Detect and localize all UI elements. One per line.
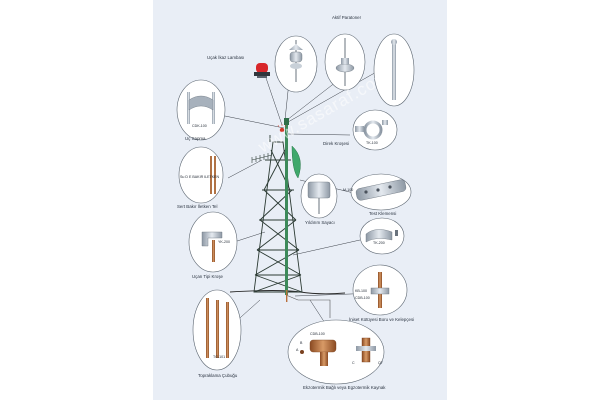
grounding-conductor: [285, 294, 331, 318]
code-cdb2: CDB-100: [310, 332, 325, 336]
code-tk200: TK-200: [373, 241, 385, 245]
pole-clamp-oval: [352, 109, 398, 151]
antenna-rack: [251, 153, 273, 163]
label-aktif-paratoner: Aktif Paratoner: [332, 15, 362, 20]
aviation-warning-lamp-icon: [254, 63, 270, 78]
code-tk100: TK-100: [366, 141, 378, 145]
dish-antenna-icon: [291, 145, 301, 179]
code-a: A: [296, 348, 299, 352]
label-sert-bakir: Sert Bakır İletken Tel: [177, 204, 218, 209]
code-c: C: [352, 361, 355, 365]
label-ucak-ikaz: Uçak İkaz Lambası: [207, 55, 245, 60]
warning-light-icon: [277, 124, 287, 133]
code-tg101: TG-101: [213, 355, 226, 359]
active-terminal-oval-3: [373, 33, 415, 107]
label-direk-krosesi: Direk Kroşesi: [323, 141, 350, 146]
lightning-counter-oval: [300, 173, 338, 219]
label-test-klemensi: Test Klemensi: [369, 211, 397, 216]
code-kb100: KB-100: [355, 289, 367, 293]
down-mast: [285, 120, 288, 295]
label-ekzotermik: Ekzotermik Bağlı veya Egzotermik Kaynak: [303, 385, 386, 390]
code-sert: Su D E BAKIR ILETKEN: [180, 175, 220, 179]
label-topraklama: Topraklama Çubuğu: [198, 373, 238, 378]
conductor-base: [286, 290, 288, 302]
code-cdb: CDB-100: [355, 296, 370, 300]
test-clamp-oval: [350, 173, 412, 211]
label-iniset: İniset Kütüyesi Boru ve Kelepçesi: [349, 317, 415, 322]
code-m100: M-100: [343, 188, 354, 192]
code-q7: Q7: [378, 361, 383, 365]
flying-clamp-oval: [188, 211, 238, 273]
lattice-tower: [253, 135, 303, 293]
code-b: B: [300, 341, 303, 345]
ground-rod-oval: [192, 289, 242, 371]
active-terminal-oval-1: [274, 35, 318, 93]
tk200-clamp-oval: [359, 217, 405, 255]
active-terminal-oval-2: [324, 33, 366, 91]
tip-clamp-oval: [176, 79, 226, 141]
copper-wire-oval: [178, 146, 224, 204]
code-yk200: YK-200: [218, 240, 230, 244]
code-cdk100: CDK-100: [192, 124, 207, 128]
label-yildirim-sayaci: Yıldırım Sayacı: [305, 220, 335, 225]
exothermic-weld-oval: [287, 319, 385, 385]
downpipe-clamp-oval: [352, 264, 408, 316]
mast-top: [284, 118, 289, 125]
label-ucan-tipi: Uçan Tipi Kroşe: [192, 274, 223, 279]
label-uc-sapma: Uç Sapma: [185, 136, 206, 141]
